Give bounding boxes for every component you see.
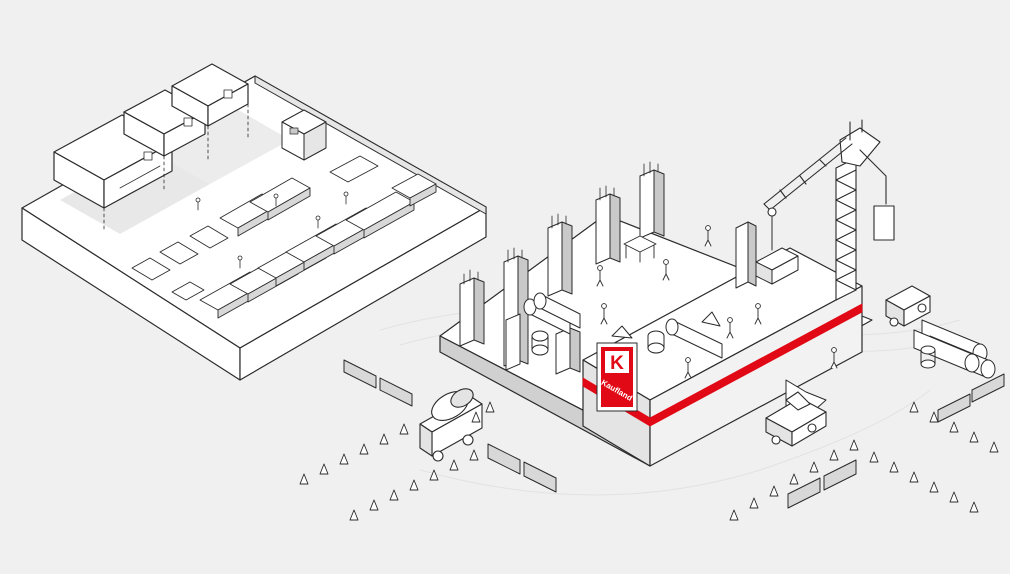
store-people — [195, 191, 349, 269]
store-office — [281, 109, 327, 161]
kaufland-logo-letter: K — [610, 353, 624, 374]
utility-truck — [885, 285, 931, 327]
site-workers — [596, 225, 838, 379]
rebar-tips — [463, 161, 659, 285]
crane-load — [755, 213, 799, 285]
pipes — [523, 292, 723, 359]
pipe-stack — [913, 319, 996, 379]
store-shelves — [199, 155, 437, 319]
tower-crane — [763, 119, 895, 301]
annex-box-3 — [171, 63, 249, 127]
building-side-face — [649, 285, 863, 467]
columns — [459, 169, 757, 375]
work-table — [623, 235, 657, 263]
construction-site: K Kaufland — [299, 119, 1005, 521]
store-floor-right-face — [239, 206, 487, 381]
kaufland-sign: K Kaufland — [596, 342, 638, 412]
fence-panels — [343, 359, 1005, 509]
dump-truck — [765, 391, 827, 447]
concrete-mixer-truck — [419, 388, 483, 462]
store-interior-plan — [21, 63, 487, 381]
checkout-counters — [131, 225, 229, 301]
traffic-cones — [299, 401, 999, 521]
